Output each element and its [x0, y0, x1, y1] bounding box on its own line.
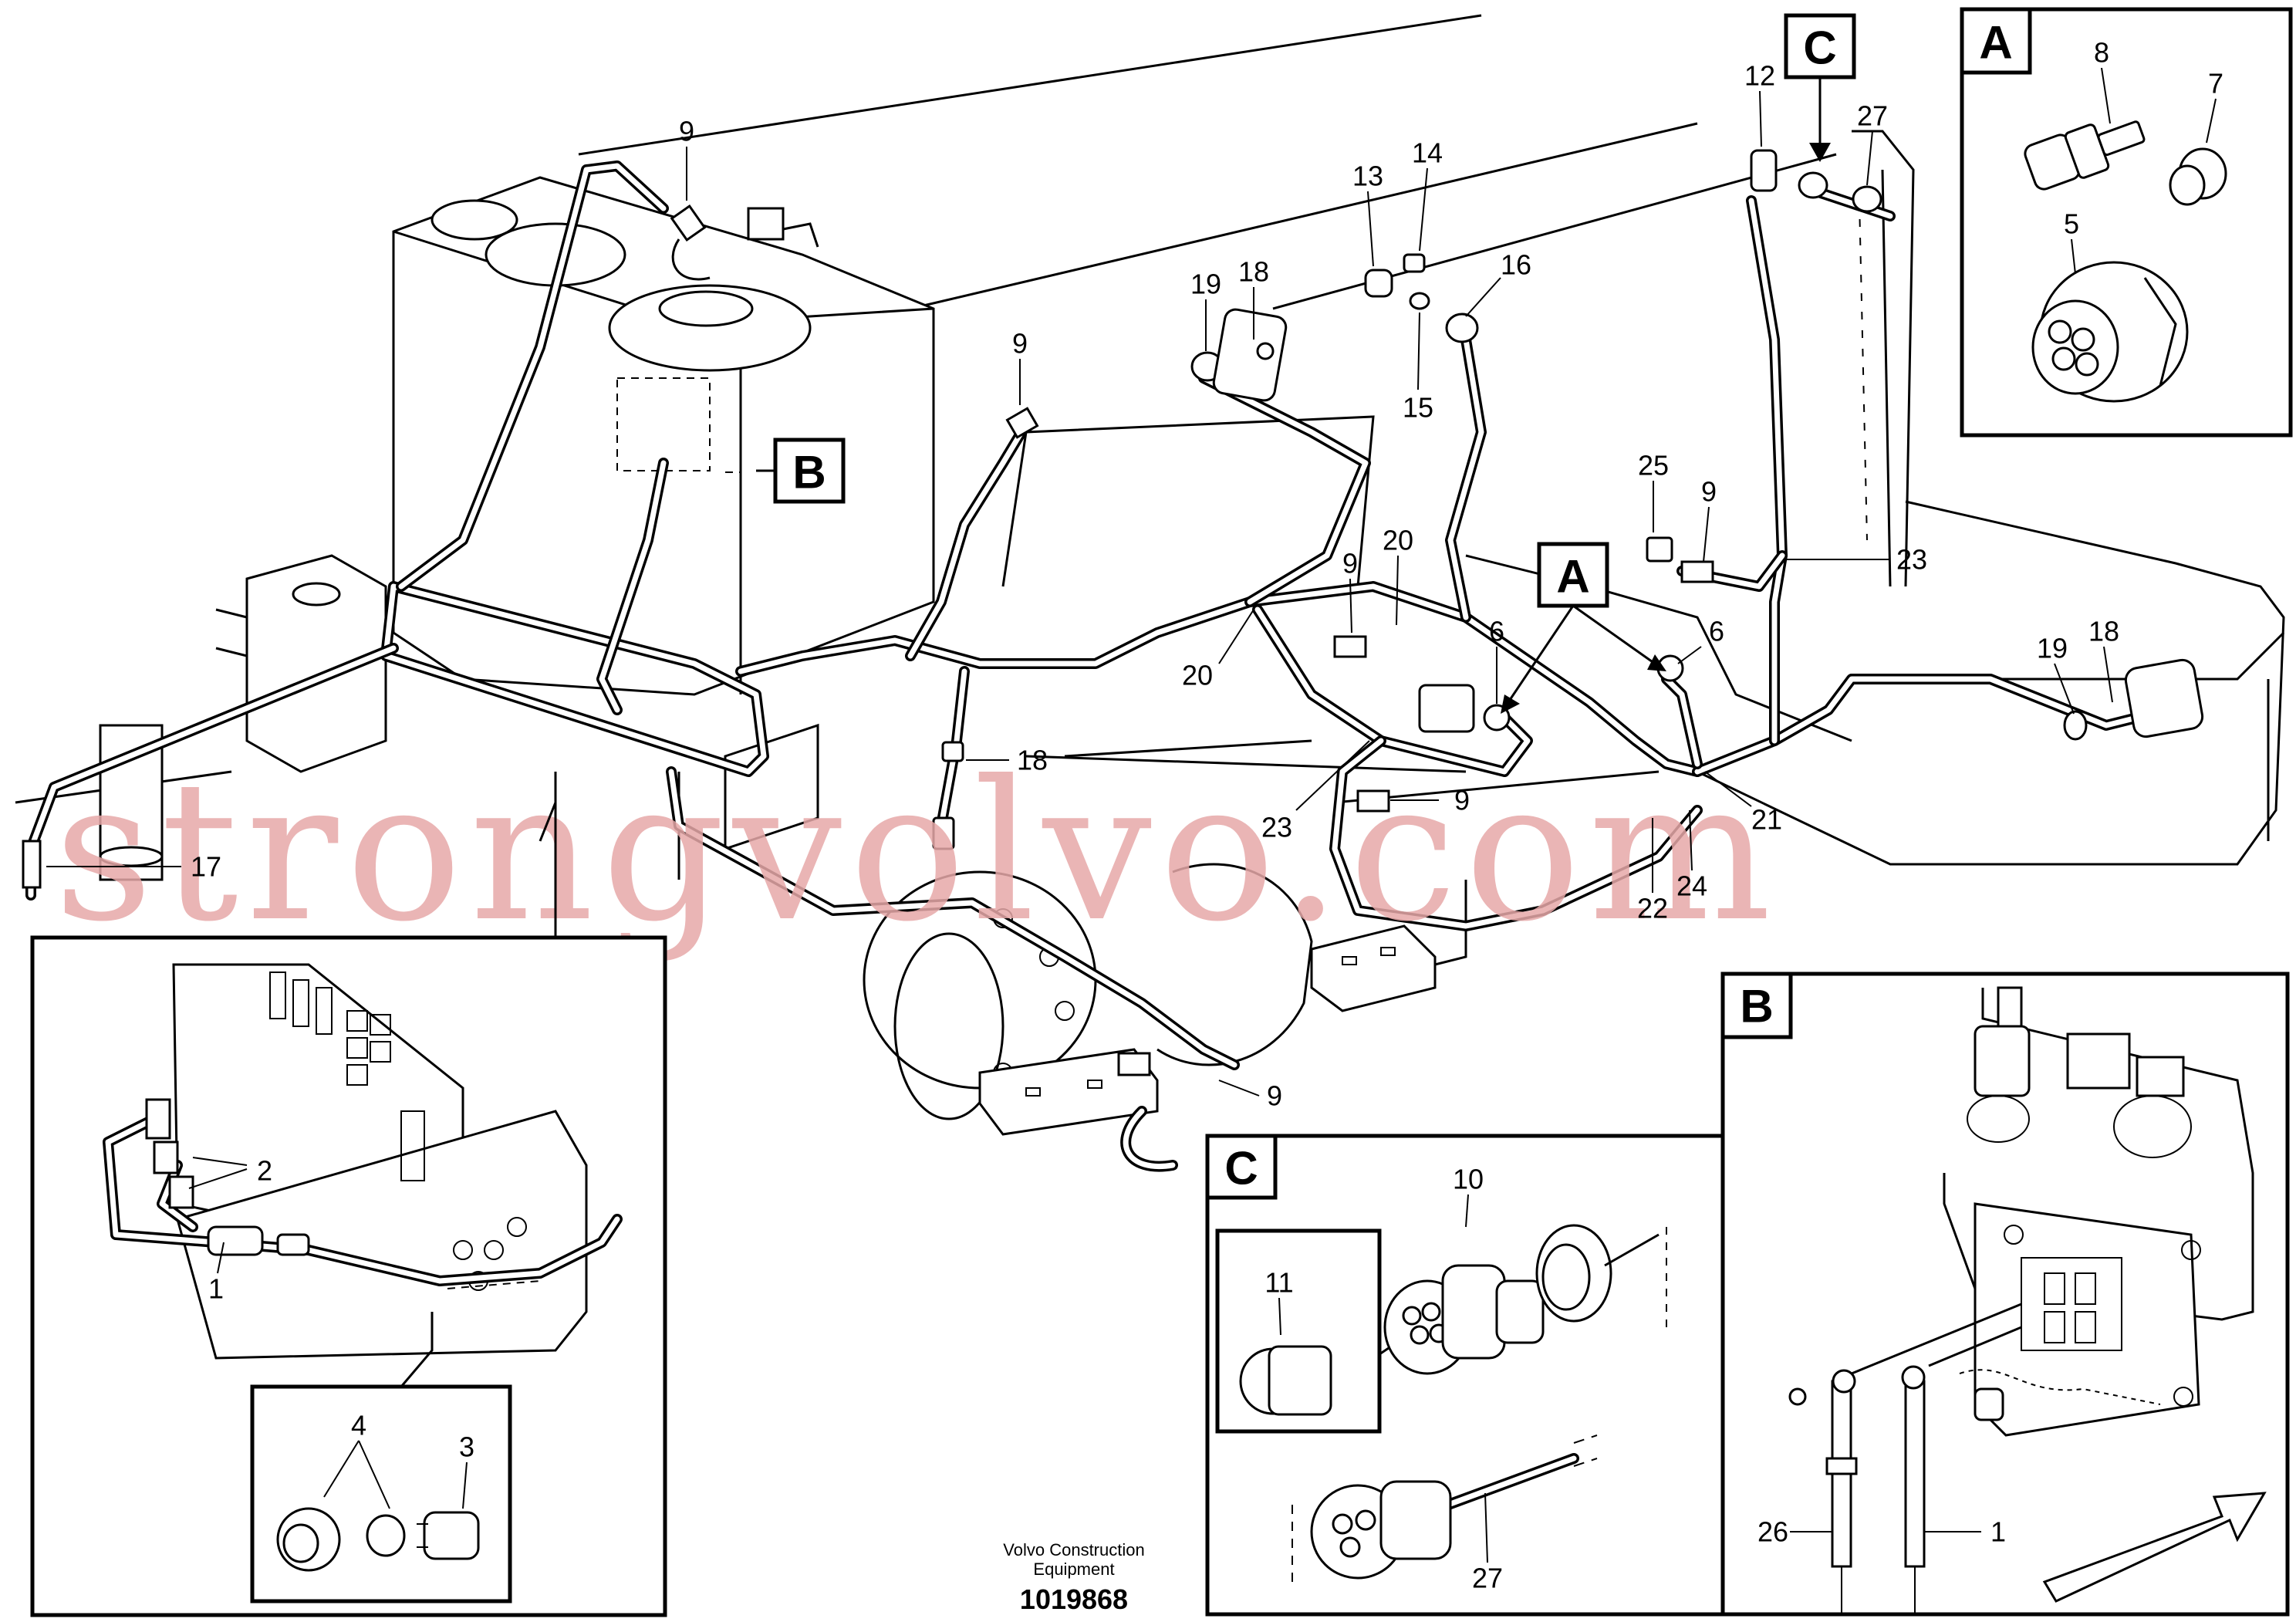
fuse-panel	[172, 963, 588, 1360]
callout-14: 14	[1412, 137, 1443, 169]
socket-part-10	[1383, 1224, 1667, 1375]
callout-20-center: 20	[1383, 525, 1413, 556]
callout-19-top: 19	[1190, 269, 1221, 300]
view-marker-C-top: C	[1784, 13, 1856, 162]
callout-13: 13	[1352, 161, 1383, 192]
callout-18-top: 18	[1238, 256, 1269, 288]
inset-c-callout-10: 10	[1453, 1164, 1484, 1195]
junction-panel	[1943, 986, 2254, 1437]
callout-9-right: 9	[1701, 476, 1717, 508]
wiring-harness	[25, 161, 2142, 1172]
inset-b: B	[1720, 972, 2290, 1617]
grommet-subinset: 4 3	[250, 1312, 512, 1603]
cable-26	[1825, 1380, 1858, 1613]
callout-17: 17	[191, 851, 221, 883]
seal-detail-box: 11	[1215, 1228, 1420, 1434]
fuse-callout-2: 2	[257, 1155, 272, 1187]
callout-18-center: 18	[1017, 745, 1048, 776]
inset-a-callout-7: 7	[2208, 68, 2223, 100]
callout-18-right: 18	[2088, 616, 2119, 647]
view-marker-A: A	[1501, 542, 1666, 714]
inset-fuse-board: 2 1 4 3	[30, 935, 667, 1617]
inset-a-label: A	[1979, 17, 2012, 69]
fuse-harness	[103, 1098, 623, 1289]
plug-harness-27: 27	[1292, 1434, 1598, 1594]
pin-part-8	[2024, 120, 2146, 191]
callout-23-center: 23	[1261, 812, 1292, 843]
callout-9-center: 9	[1342, 548, 1358, 580]
view-label-b-marker: B	[792, 447, 826, 498]
inset-c-callout-11: 11	[1264, 1267, 1293, 1299]
callout-21: 21	[1751, 804, 1782, 836]
view-label-a-marker: A	[1556, 551, 1589, 603]
watermark-text: strongvolvo.com	[54, 739, 1779, 964]
inset-c-label: C	[1224, 1143, 1258, 1195]
inset-b-callout-1: 1	[1990, 1516, 2006, 1548]
callout-9-top: 9	[679, 116, 694, 147]
callout-9-wheel: 9	[1267, 1080, 1282, 1112]
callout-20-left: 20	[1182, 660, 1213, 691]
inset-a-callout-5: 5	[2064, 208, 2079, 240]
inset-c-callout-27: 27	[1472, 1563, 1503, 1594]
callout-9-bottom: 9	[1454, 785, 1470, 816]
inset-a: A 8 7 5	[1960, 7, 2293, 438]
view-label-c-marker: C	[1803, 22, 1836, 74]
callout-12: 12	[1744, 60, 1775, 92]
callout-22: 22	[1637, 893, 1668, 924]
callout-16: 16	[1501, 249, 1531, 281]
callout-24: 24	[1676, 870, 1707, 902]
callout-9-mid: 9	[1012, 328, 1028, 360]
callout-6-right: 6	[1709, 616, 1724, 647]
title-block: Volvo Construction Equipment 1019868	[1003, 1540, 1144, 1615]
footer-maker-line2: Equipment	[1033, 1559, 1114, 1579]
machine-outline	[15, 14, 2285, 1136]
callout-27-top: 27	[1857, 100, 1888, 132]
callout-15: 15	[1403, 392, 1433, 424]
main-connectors	[22, 149, 2204, 1076]
inset-a-callout-8: 8	[2094, 37, 2109, 69]
plug-part-5	[2031, 261, 2189, 403]
direction-arrow	[2042, 1492, 2267, 1603]
callout-19-right: 19	[2037, 633, 2068, 664]
inset-c: C 11 10	[1205, 1134, 1742, 1617]
inset-b-callout-26: 26	[1757, 1516, 1788, 1548]
seal-part-7	[2169, 147, 2227, 206]
callout-6-left: 6	[1489, 616, 1504, 647]
callout-25: 25	[1638, 450, 1669, 482]
main-callouts: 9 9 19 18 13 14 16 15 12 27 25 9 23 9 20…	[46, 60, 2119, 1112]
cable-1	[1904, 1380, 1926, 1613]
grommet-callout-4: 4	[351, 1410, 366, 1441]
fuse-callout-1: 1	[208, 1273, 224, 1305]
callout-23-right: 23	[1896, 544, 1927, 576]
inset-b-label: B	[1740, 981, 1773, 1032]
drawing-number: 1019868	[1020, 1583, 1128, 1615]
grommet-callout-3: 3	[459, 1431, 474, 1463]
footer-maker-line1: Volvo Construction	[1003, 1540, 1144, 1559]
view-marker-B: B	[725, 438, 846, 504]
